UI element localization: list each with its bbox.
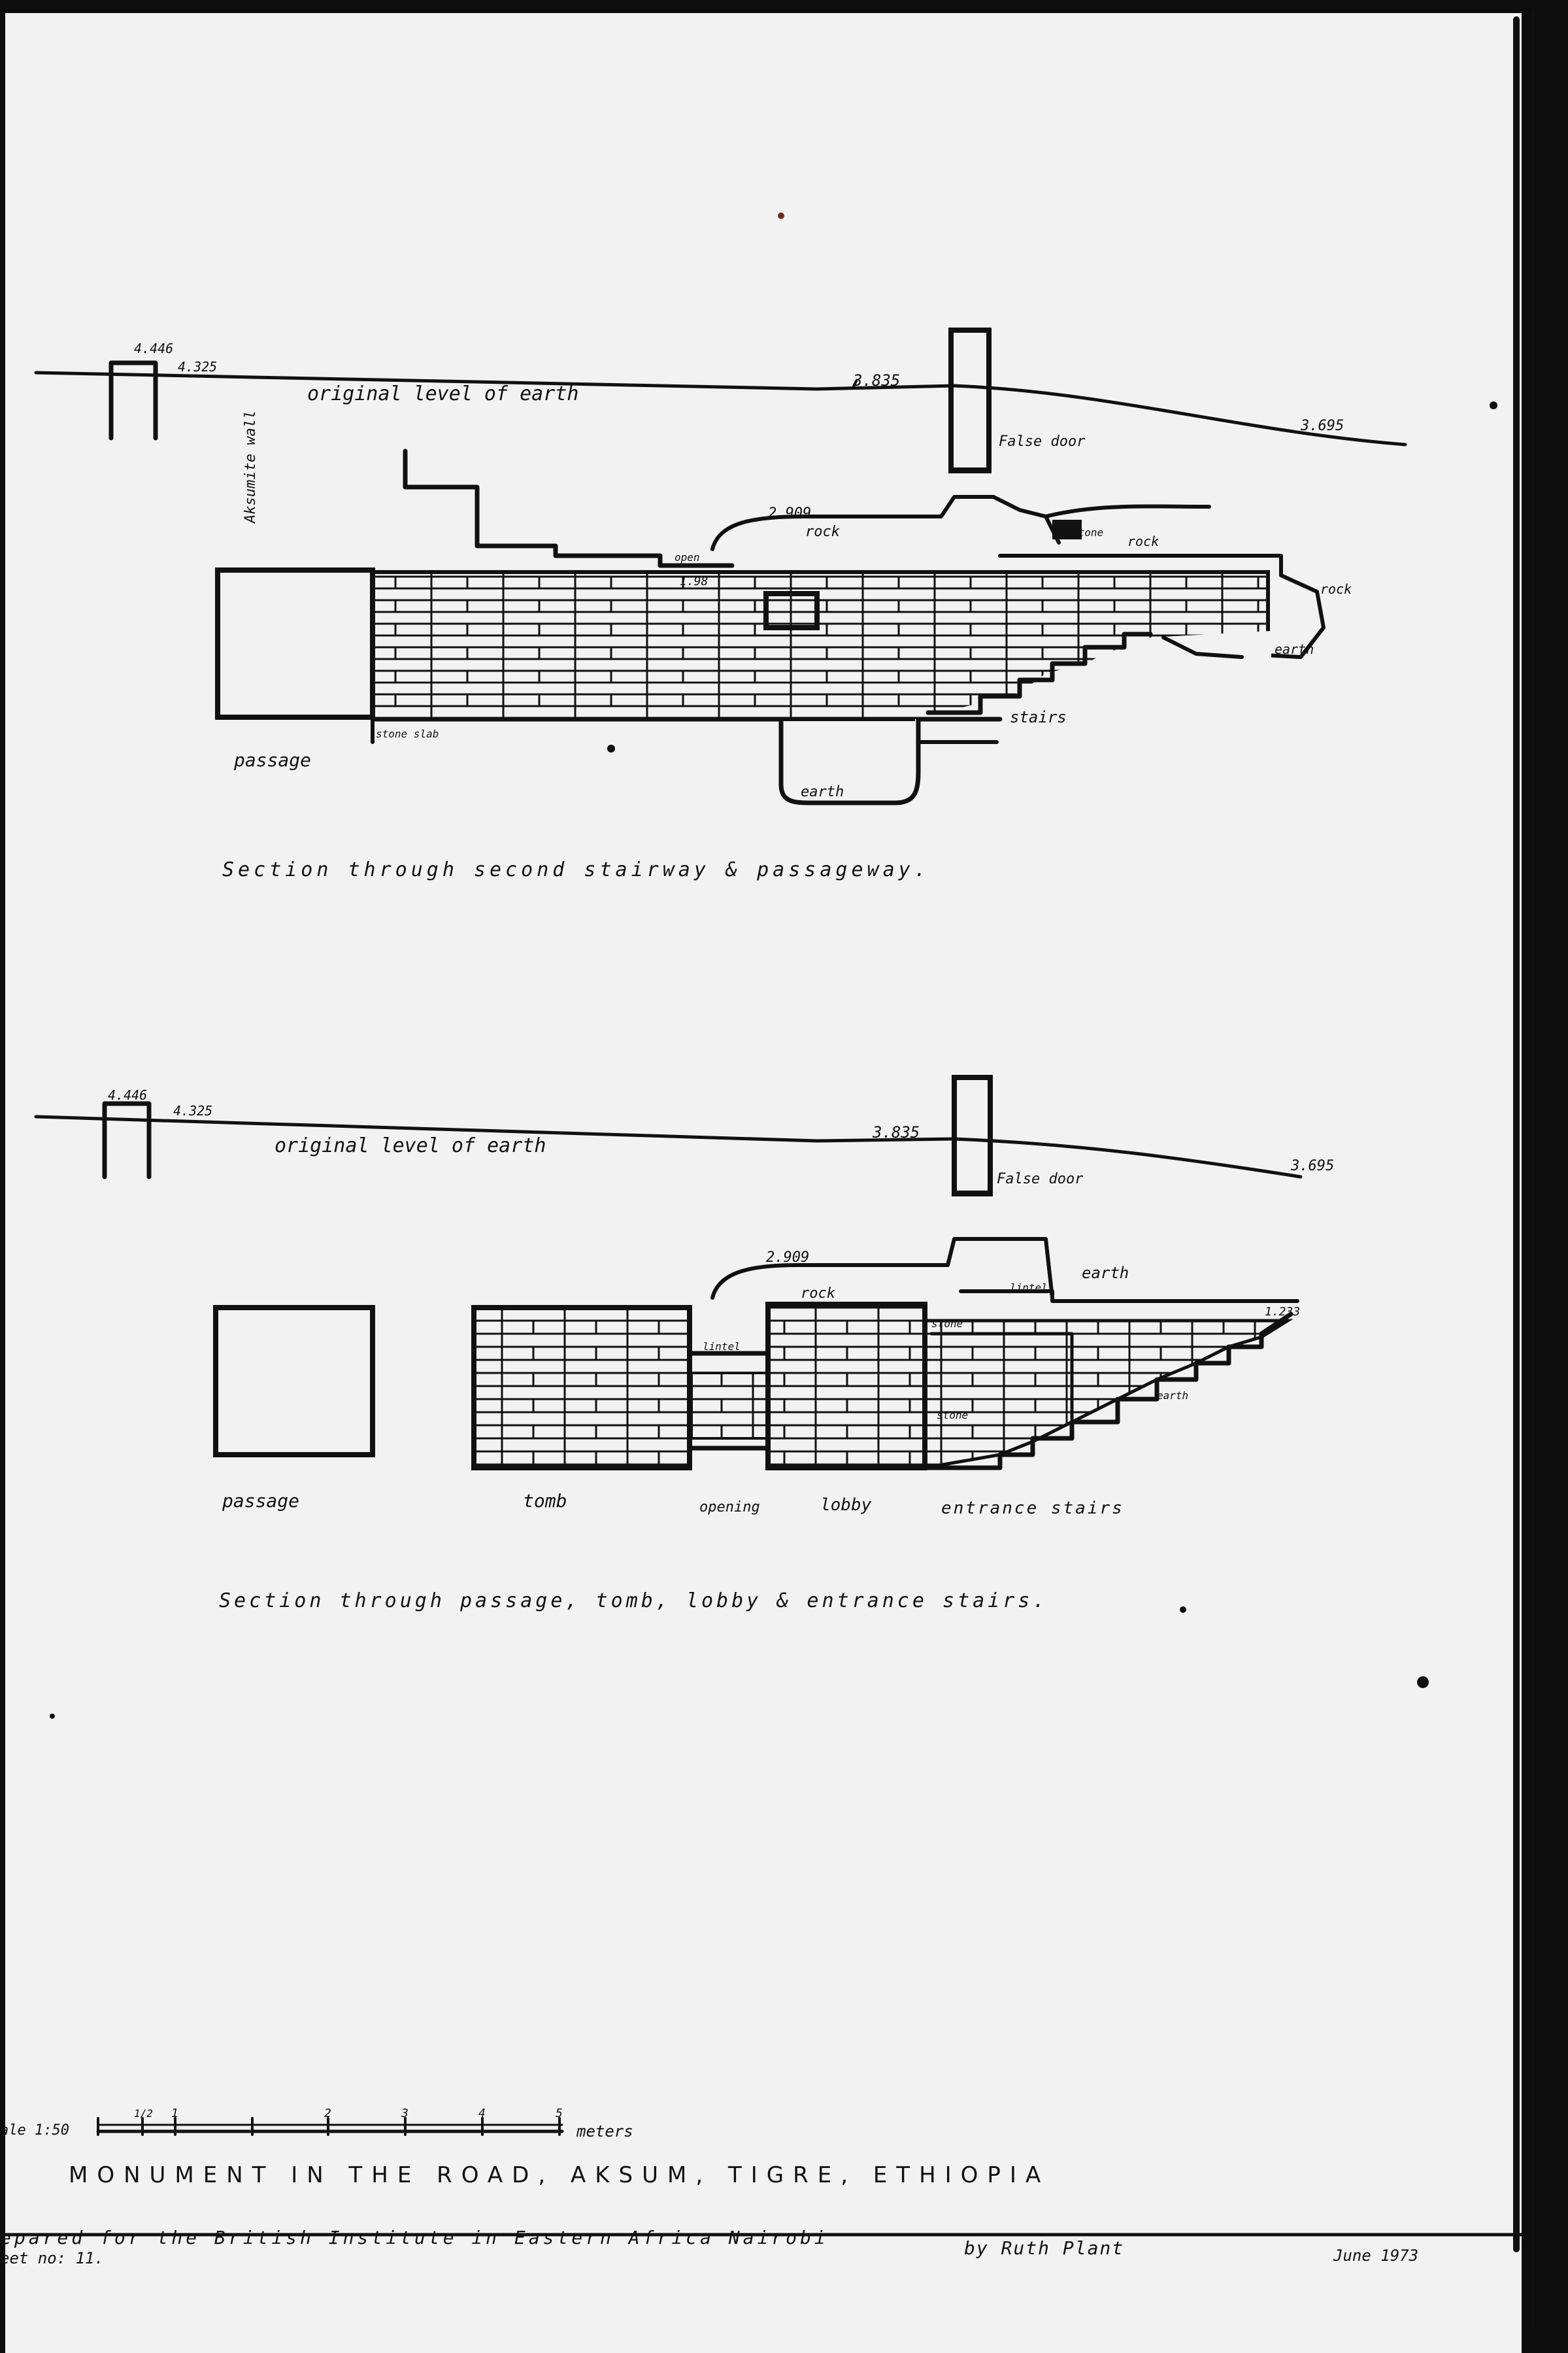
section2-label-level-earth: original level of earth xyxy=(275,1134,546,1157)
section2-label-opening: opening xyxy=(699,1499,760,1515)
section2-label-entrance-stairs: entrance stairs xyxy=(941,1498,1124,1518)
scale-tick-2: 2 xyxy=(324,2107,331,2120)
section1-label-stone: stone xyxy=(1072,526,1103,539)
section1-label-rock-1: rock xyxy=(805,524,840,540)
scale-unit: meters xyxy=(576,2122,633,2141)
section1-label-passage: passage xyxy=(233,749,311,771)
section2-label-stone-1: stone xyxy=(931,1317,963,1330)
section1-label-stairs: stairs xyxy=(1010,708,1067,726)
section2-elevation-e3: 3.835 xyxy=(872,1123,920,1142)
scale-tick-1: 1 xyxy=(171,2107,178,2120)
section2-label-lintel-2: lintel xyxy=(1010,1281,1048,1294)
section2-label-rock: rock xyxy=(801,1285,835,1302)
section2-elevation-e5: 2.909 xyxy=(766,1249,809,1266)
drawing-title: MONUMENT IN THE ROAD, AKSUM, TIGRE, ETHI… xyxy=(69,2162,1050,2188)
section1-label-stone-slab: stone slab xyxy=(376,728,439,740)
section2-label-stone-2: stone xyxy=(937,1409,968,1421)
section2-label-lobby: lobby xyxy=(820,1495,872,1515)
section1-label-rock-2: rock xyxy=(1127,533,1159,549)
section2-label-passage: passage xyxy=(222,1490,299,1512)
section1-label-rock-3: rock xyxy=(1320,581,1352,597)
paper xyxy=(5,13,1522,2353)
scale-label: ale 1:50 xyxy=(0,2122,69,2139)
scale-tick-4: 4 xyxy=(478,2107,486,2120)
section2-elevation-e1: 4.446 xyxy=(108,1087,147,1103)
scale-tick-half: 1/2 xyxy=(134,2107,153,2120)
section2-caption: Section through passage, tomb, lobby & e… xyxy=(219,1589,1048,1612)
section-2-drawing xyxy=(34,1075,1303,1470)
section2-label-false-door: False door xyxy=(997,1171,1084,1187)
section1-label-aksumite-wall: Aksumite wall xyxy=(242,411,259,524)
footer-date: June 1973 xyxy=(1333,2246,1418,2265)
section2-elevation-e4: 3.695 xyxy=(1290,1158,1334,1174)
section2-elevation-e2: 4.325 xyxy=(173,1103,212,1119)
scale-bar xyxy=(96,2117,564,2136)
section2-label-tomb: tomb xyxy=(523,1490,567,1512)
section-1-drawing xyxy=(34,328,1407,805)
section1-elevation-e3: 3.835 xyxy=(852,371,900,390)
scale-tick-5: 5 xyxy=(556,2107,563,2120)
section1-label-earth-2: earth xyxy=(1275,641,1314,657)
footer-sheet: eet no: 11. xyxy=(0,2249,104,2267)
section1-elevation-e1: 4.446 xyxy=(134,341,173,356)
section1-elevation-e5: 2.909 xyxy=(768,505,811,522)
section2-label-lintel-1: lintel xyxy=(703,1340,741,1353)
footer-author: by Ruth Plant xyxy=(964,2237,1124,2259)
section2-label-earth-2: earth xyxy=(1157,1389,1188,1402)
section1-label-level-earth: original level of earth xyxy=(307,382,578,405)
section1-label-earth-1: earth xyxy=(801,784,844,800)
scale-tick-3: 3 xyxy=(401,2107,409,2120)
section1-caption: Section through second stairway & passag… xyxy=(222,858,930,881)
section1-label-opening: open xyxy=(675,551,700,564)
section2-label-earth-1: earth xyxy=(1082,1264,1129,1282)
section2-elevation-e6: 1.233 xyxy=(1265,1305,1300,1319)
section1-elevation-e2: 4.325 xyxy=(178,359,217,375)
footer-prepared: epared for the British Institute in East… xyxy=(0,2227,829,2248)
section1-elevation-e6: 1.98 xyxy=(680,575,708,588)
section1-elevation-e4: 3.695 xyxy=(1300,418,1344,434)
section1-label-false-door: False door xyxy=(999,433,1086,450)
